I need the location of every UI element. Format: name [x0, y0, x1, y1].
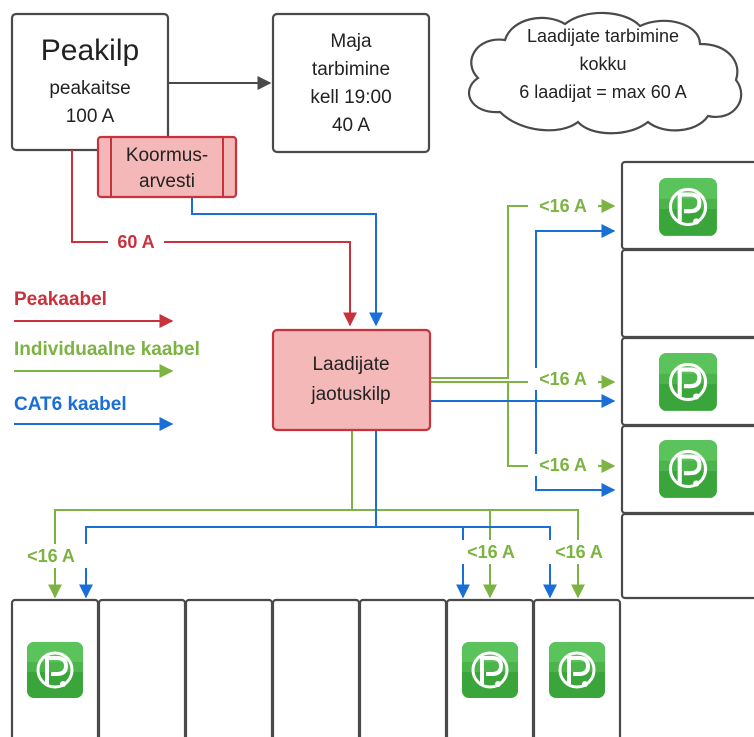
- legend-cat6-cable-label: CAT6 kaabel: [14, 394, 127, 415]
- cat6-calc-to-panel: [191, 196, 383, 327]
- load-calculator-line-1: Koormus-: [126, 145, 208, 166]
- parking-slot: [620, 512, 754, 600]
- cloud-line-3: 6 laadijat = max 60 A: [519, 82, 687, 102]
- distribution-panel-line-2: jaotuskilp: [310, 384, 390, 405]
- charger-amp-label: <16 A: [27, 546, 75, 566]
- parking-slot: [184, 598, 274, 737]
- green-wire-bottom-1: [48, 430, 353, 599]
- bottom-parking-row: [10, 598, 622, 737]
- consumption-cloud-note: Laadijate tarbimine kokku 6 laadijat = m…: [467, 11, 743, 135]
- ev-charger-icon: [547, 640, 607, 700]
- load-calculator-line-2: arvesti: [139, 171, 195, 192]
- ev-charger-icon: [659, 178, 717, 236]
- house-consumption-box: Maja tarbimine kell 19:00 40 A: [271, 12, 431, 154]
- charger-amp-label: <16 A: [539, 196, 587, 216]
- main-cable-amp-label: 60 A: [117, 232, 154, 252]
- ev-charger-icon: [25, 640, 85, 700]
- main-panel-rating: 100 A: [66, 106, 115, 127]
- charger-distribution-panel: Laadijate jaotuskilp: [271, 328, 432, 432]
- legend-main-cable-label: Peakaabel: [14, 289, 107, 310]
- cat6-wire-charger-3: [535, 401, 616, 497]
- green-wire-charger-3: [507, 382, 616, 473]
- parking-slot: [271, 598, 361, 737]
- cat6-wire-bottom-2: [376, 526, 470, 599]
- parking-slot: [97, 598, 187, 737]
- house-line-3: kell 19:00: [310, 87, 391, 108]
- charger-amp-label: <16 A: [555, 542, 603, 562]
- cat6-wire-bottom-3: [463, 526, 557, 599]
- legend: Peakaabel Individuaalne kaabel CAT6 kaab…: [14, 289, 200, 431]
- parking-slot: [620, 248, 754, 339]
- main-panel: Peakilp peakaitse 100 A: [10, 12, 170, 152]
- charger-amp-label: <16 A: [539, 369, 587, 389]
- ev-charger-icon: [460, 640, 520, 700]
- distribution-panel-line-1: Laadijate: [312, 354, 389, 375]
- ev-charger-icon: [659, 440, 717, 498]
- house-line-1: Maja: [330, 31, 372, 52]
- main-cable-line: [71, 150, 357, 327]
- cloud-line-2: kokku: [579, 54, 626, 74]
- main-panel-title: Peakilp: [41, 34, 139, 67]
- right-parking-row: [620, 160, 754, 600]
- ev-charger-icon: [659, 353, 717, 411]
- house-line-4: 40 A: [332, 115, 370, 136]
- load-calculator: Koormus- arvesti: [96, 135, 238, 199]
- charger-amp-label: <16 A: [467, 542, 515, 562]
- house-line-2: tarbimine: [312, 59, 390, 80]
- main-panel-subtitle: peakaitse: [49, 78, 130, 99]
- charger-amp-label: <16 A: [539, 455, 587, 475]
- legend-individual-cable-label: Individuaalne kaabel: [14, 339, 200, 360]
- cat6-wire-bottom-1: [79, 430, 377, 599]
- cloud-line-1: Laadijate tarbimine: [527, 26, 679, 46]
- parking-slot: [358, 598, 448, 737]
- green-wire-bottom-3: [490, 509, 585, 599]
